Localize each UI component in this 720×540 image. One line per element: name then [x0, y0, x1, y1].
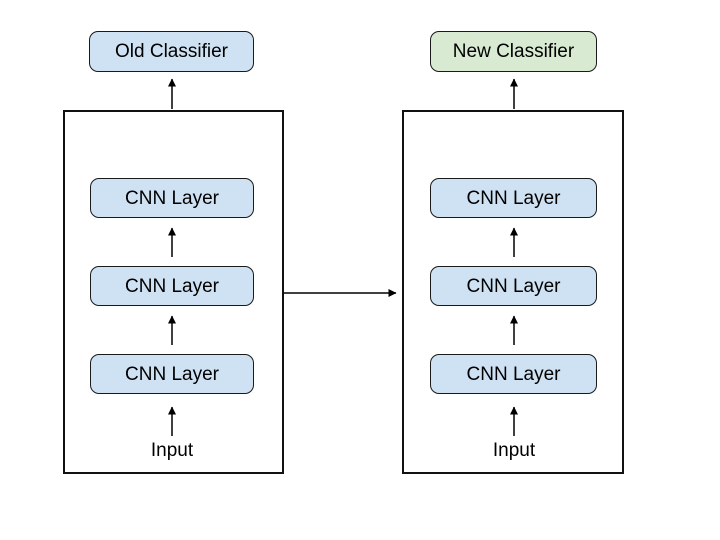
cnn-layer-label: CNN Layer — [466, 187, 561, 209]
new-classifier-label: New Classifier — [452, 41, 575, 62]
new-model-container — [402, 110, 624, 474]
cnn-layer-box: CNN Layer — [430, 178, 597, 218]
cnn-layer-box: CNN Layer — [90, 178, 254, 218]
input-label: Input — [150, 440, 194, 461]
cnn-layer-label: CNN Layer — [125, 363, 219, 385]
cnn-layer-box: CNN Layer — [430, 266, 597, 306]
cnn-layer-label: CNN Layer — [466, 275, 561, 297]
old-classifier-box: Old Classifier — [89, 31, 254, 72]
cnn-layer-box: CNN Layer — [430, 354, 597, 394]
input-label: Input — [492, 440, 536, 461]
cnn-layer-box: CNN Layer — [90, 266, 254, 306]
cnn-layer-label: CNN Layer — [125, 187, 219, 209]
new-classifier-box: New Classifier — [430, 31, 597, 72]
cnn-layer-label: CNN Layer — [125, 275, 219, 297]
cnn-layer-label: CNN Layer — [466, 363, 561, 385]
cnn-layer-box: CNN Layer — [90, 354, 254, 394]
old-classifier-label: Old Classifier — [115, 41, 228, 62]
old-model-container — [63, 110, 284, 474]
